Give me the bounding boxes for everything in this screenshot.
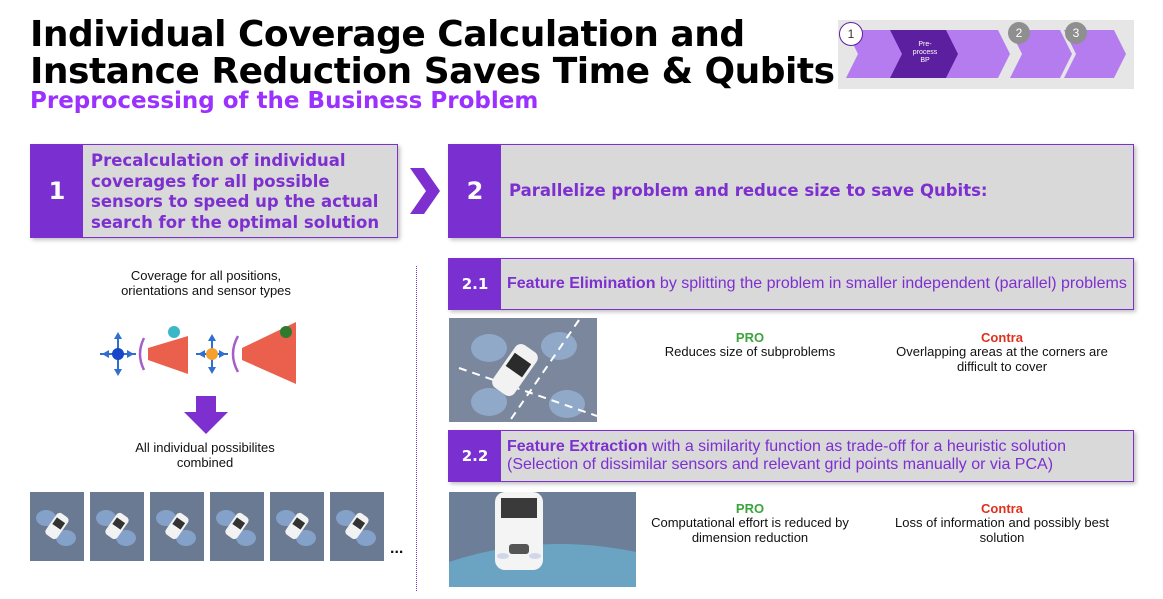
sub22-line2: (Selection of dissimilar sensors and rel… <box>507 456 1054 473</box>
sub21-contra-text: Overlapping areas at the corners are dif… <box>896 344 1108 374</box>
sub22-heading: Feature Extraction with a similarity fun… <box>507 438 1066 474</box>
sub21-heading: Feature Elimination by splitting the pro… <box>507 275 1127 293</box>
title-line-1: Individual Coverage Calculation and <box>30 14 745 55</box>
step2-text: Parallelize problem and reduce size to s… <box>509 181 988 200</box>
move-arrows-icon <box>196 334 228 374</box>
split-problem-image <box>449 318 597 422</box>
stepper-chevron-active <box>890 30 958 78</box>
thumbnail-5 <box>270 492 324 561</box>
page-title: Individual Coverage Calculation and Inst… <box>30 16 835 90</box>
thumbnail-3 <box>150 492 204 561</box>
sub21-box: 2.1 Feature Elimination by splitting the… <box>448 258 1134 310</box>
coverage-cone <box>148 336 188 374</box>
step-3-circle[interactable]: 3 <box>1065 22 1087 44</box>
rotate-arrow-icon <box>138 337 146 371</box>
combined-caption: All individual possibilites combined <box>135 440 275 470</box>
more-ellipsis: ... <box>390 540 404 557</box>
vertical-divider <box>416 266 417 591</box>
thumbnail-row <box>30 492 390 567</box>
sub22-number: 2.2 <box>449 431 501 481</box>
move-arrows-icon <box>100 332 136 376</box>
sub22-pro-text: Computational effort is reduced by dimen… <box>651 515 849 545</box>
thumbnail-1 <box>30 492 84 561</box>
sub22-contra-text: Loss of information and possibly best so… <box>895 515 1109 545</box>
step1-box: 1 Precalculation of individual coverages… <box>30 144 398 238</box>
sub21-rest: by splitting the problem in smaller inde… <box>655 275 1127 292</box>
step2-box: 2 Parallelize problem and reduce size to… <box>448 144 1134 238</box>
title-line-2: Instance Reduction Saves Time & Qubits <box>30 51 835 92</box>
sub21-number: 2.1 <box>449 259 501 309</box>
sub22-contra-label: Contra <box>981 501 1023 516</box>
sensor-coverage-illustration <box>100 322 296 384</box>
step-1-label: Pre-process BP <box>912 41 938 64</box>
step-2-circle[interactable]: 2 <box>1008 22 1030 44</box>
arrow-down-icon <box>184 396 228 434</box>
thumbnail-6 <box>330 492 384 561</box>
page-subtitle: Preprocessing of the Business Problem <box>30 88 539 114</box>
chevron-right-icon <box>410 168 440 214</box>
step2-number: 2 <box>449 145 501 237</box>
stepper-chevron-2 <box>1010 30 1072 78</box>
rotate-arrow-icon <box>231 335 240 373</box>
sub21-pro-text: Reduces size of subproblems <box>664 344 836 359</box>
stepper-chevrons <box>846 30 1126 78</box>
step1-number: 1 <box>31 145 83 237</box>
sensor-dot-icon <box>168 326 180 338</box>
sub21-pro-label: PRO <box>735 330 765 345</box>
step1-text: Precalculation of individual coverages f… <box>91 151 380 232</box>
sub21-contra-label: Contra <box>981 330 1023 345</box>
thumbnail-4 <box>210 492 264 561</box>
sub22-pro-label: PRO <box>735 501 765 516</box>
progress-stepper: 1 2 3 Pre-process BP <box>838 20 1134 89</box>
sensor-dot-icon <box>280 326 292 338</box>
thumbnail-2 <box>90 492 144 561</box>
coverage-cone <box>242 322 296 384</box>
sub22-rest: with a similarity function as trade-off … <box>647 438 1067 455</box>
step-1-circle[interactable]: 1 <box>839 22 863 46</box>
feature-extraction-image <box>449 492 636 587</box>
coverage-caption: Coverage for all positions, orientations… <box>121 268 291 298</box>
sub21-strong: Feature Elimination <box>507 275 656 292</box>
sub22-box: 2.2 Feature Extraction with a similarity… <box>448 430 1134 482</box>
sub22-strong: Feature Extraction <box>507 438 648 455</box>
